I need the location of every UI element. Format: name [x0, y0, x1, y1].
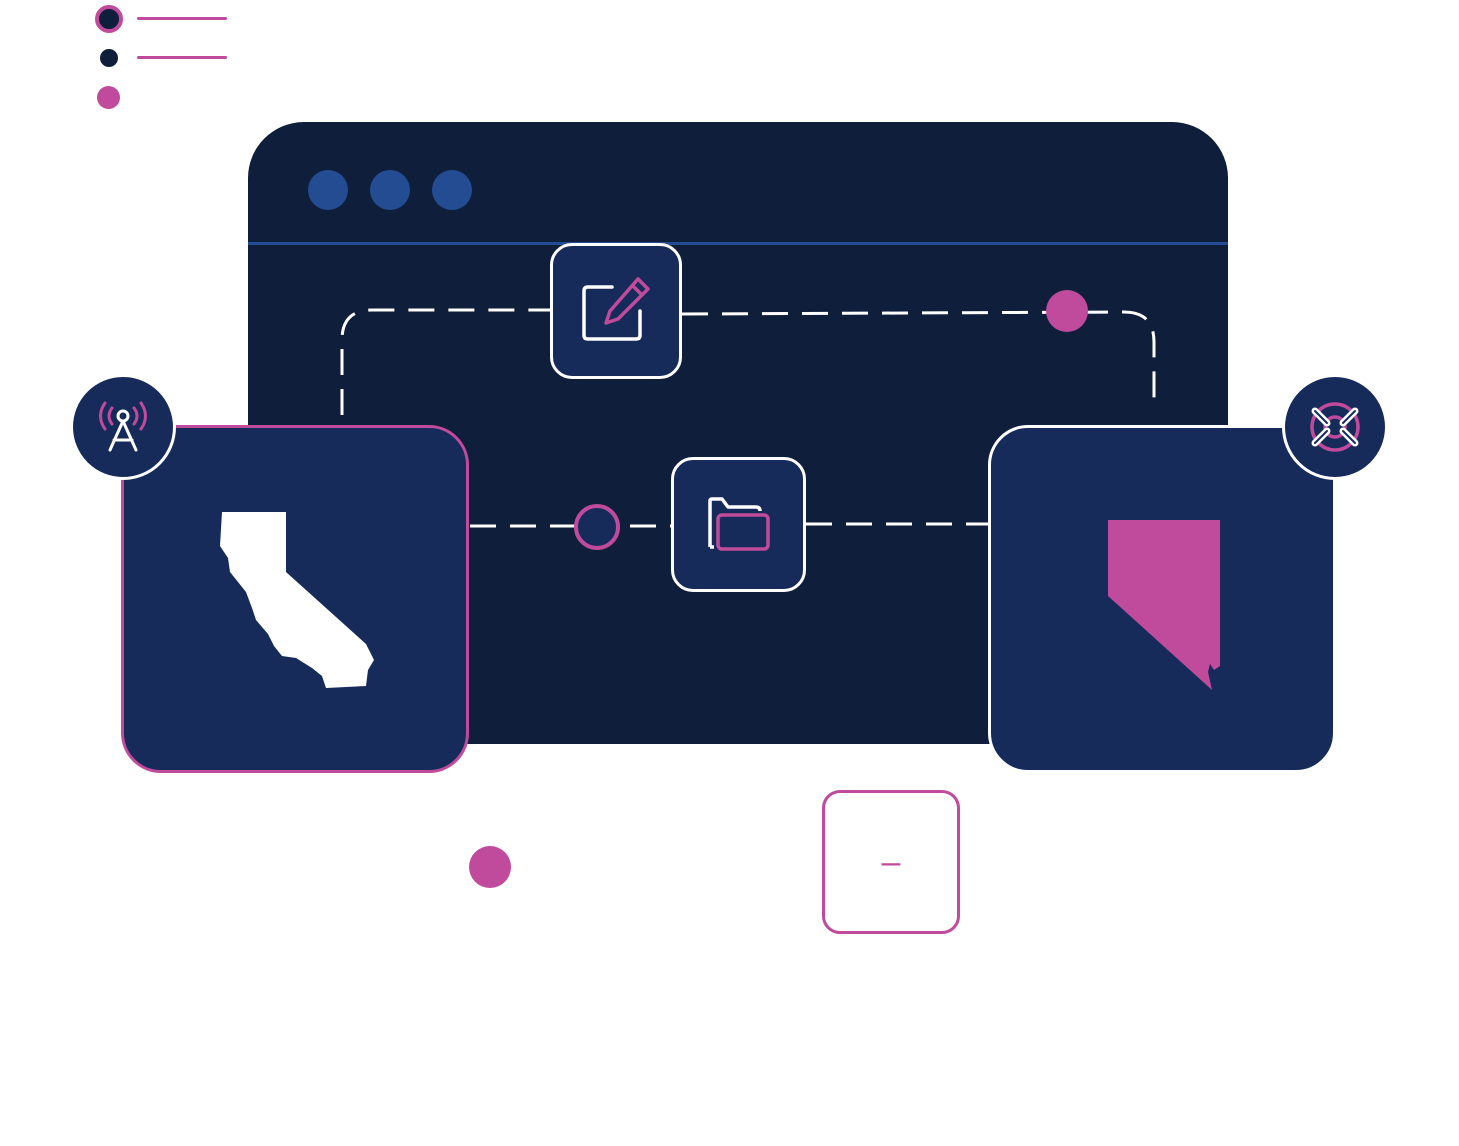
right-card-badge	[1282, 374, 1388, 480]
minus-box[interactable]: –	[822, 790, 960, 934]
top-connector-path-right	[681, 310, 1156, 402]
california-shape	[220, 512, 374, 688]
edit-node[interactable]	[550, 243, 682, 379]
window-control-dot[interactable]	[308, 170, 348, 210]
top-connector-path	[340, 308, 550, 415]
nevada-card[interactable]	[988, 425, 1336, 773]
connector-ring	[574, 504, 620, 550]
lifebuoy-icon	[1310, 402, 1360, 452]
folder-icon	[707, 496, 770, 551]
legend-navy-dot	[100, 49, 118, 67]
left-card-badge	[70, 374, 176, 480]
legend-line	[137, 56, 227, 59]
minus-label: –	[881, 842, 901, 881]
window-control-dot[interactable]	[370, 170, 410, 210]
radio-tower-icon	[99, 401, 147, 452]
legend-ring-dot	[95, 5, 123, 33]
folder-node[interactable]	[671, 457, 806, 592]
edit-icon	[582, 277, 650, 341]
window-control-dot[interactable]	[432, 170, 472, 210]
california-card[interactable]	[121, 425, 469, 773]
legend-magenta-dot	[97, 86, 120, 109]
nevada-shape	[1108, 520, 1220, 690]
legend-line	[137, 17, 227, 20]
connector-dot-magenta	[1046, 290, 1088, 332]
window-titlebar-divider	[248, 242, 1228, 245]
magenta-dot-bottom	[469, 846, 511, 888]
